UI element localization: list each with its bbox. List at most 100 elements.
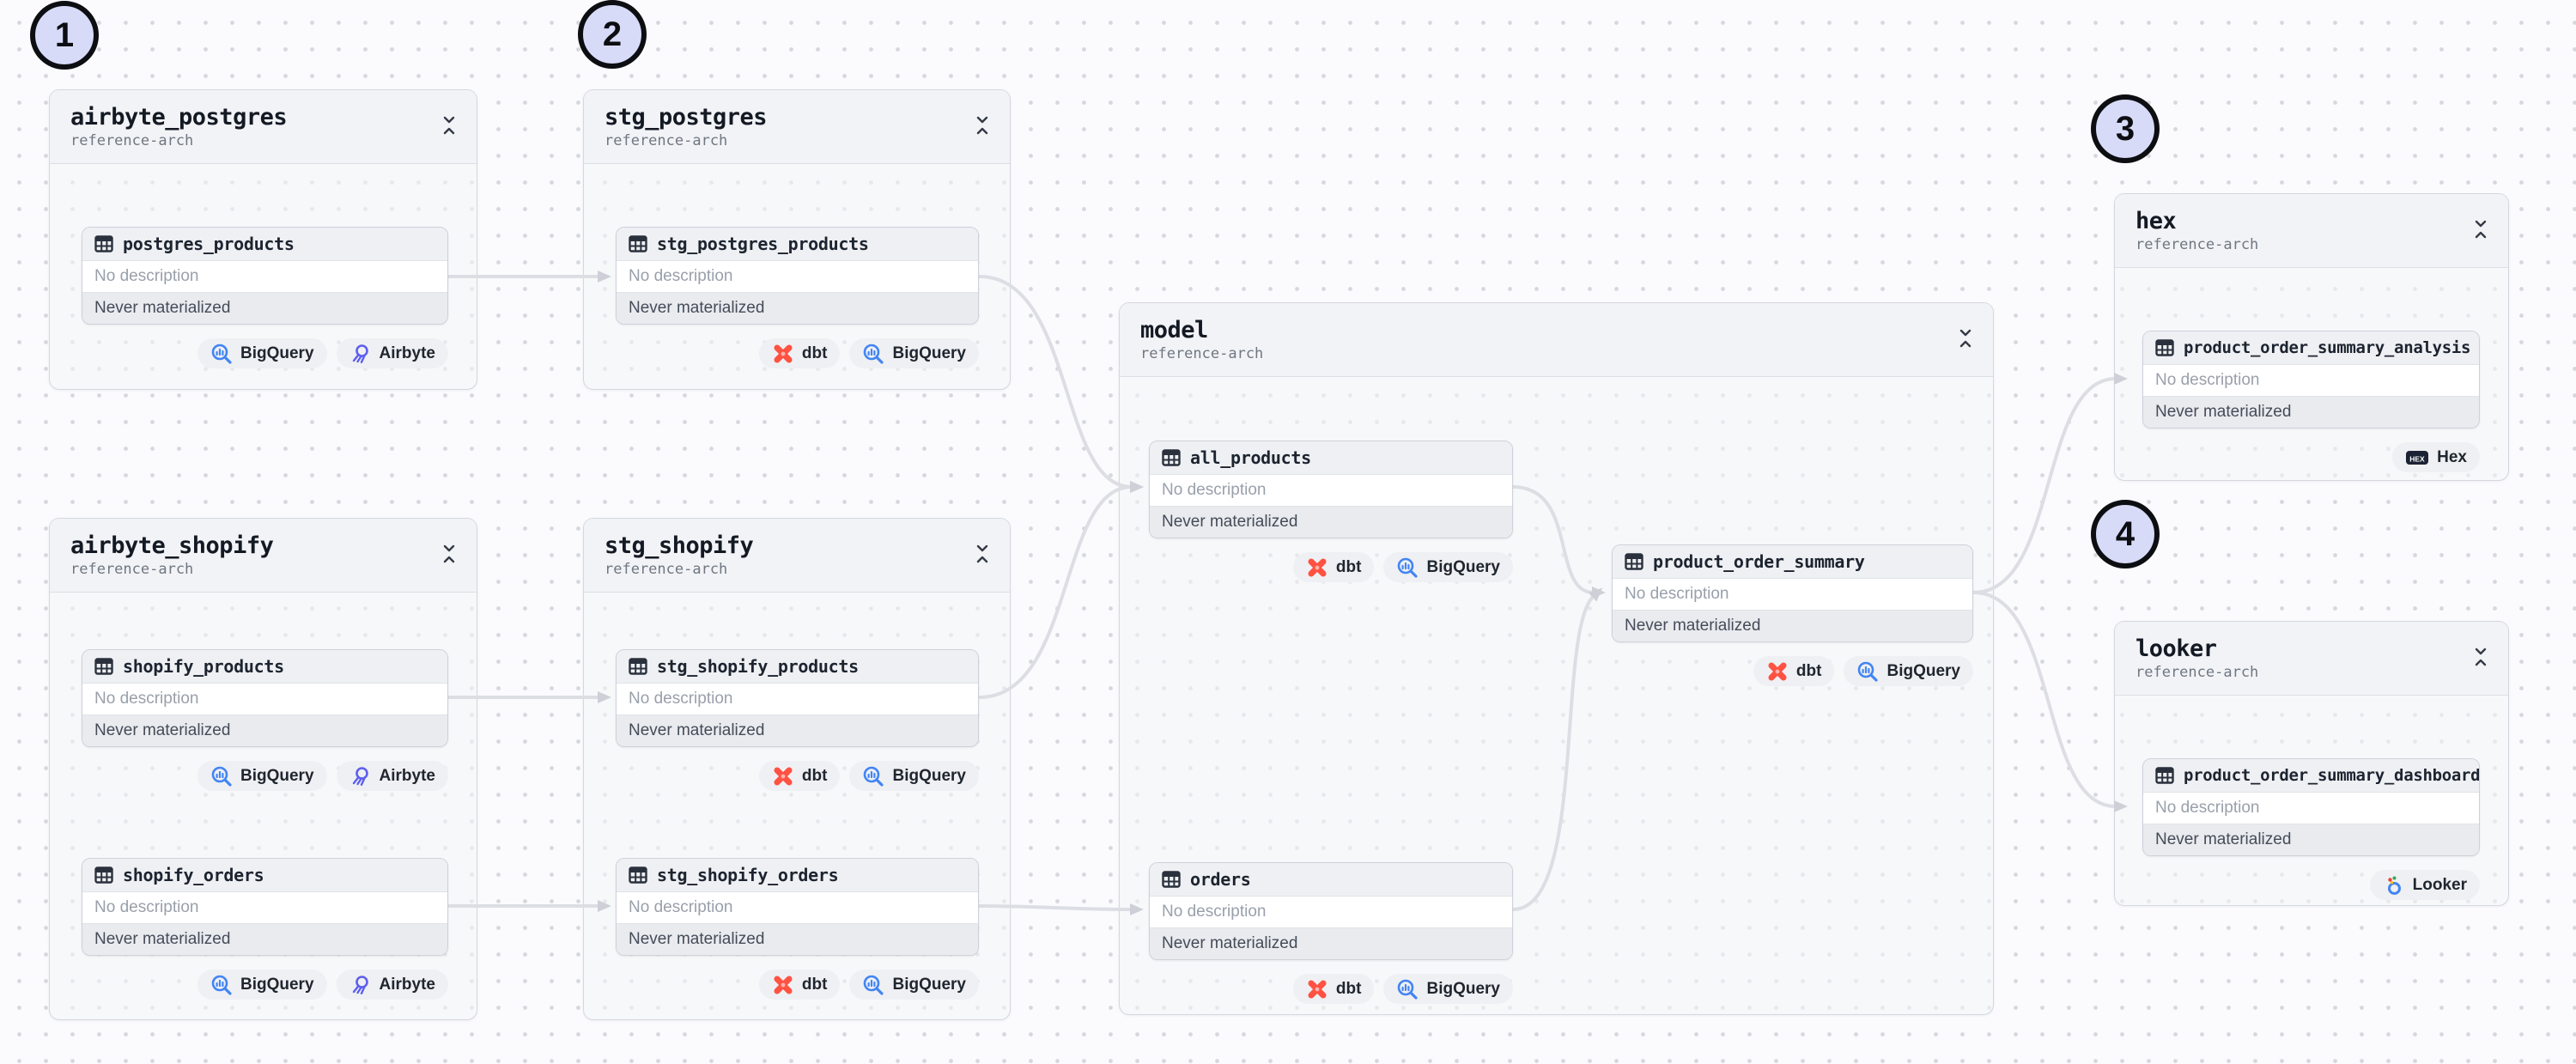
table-icon <box>94 656 114 677</box>
group-header[interactable]: airbyte_shopify reference-arch <box>50 519 477 593</box>
kind-tags: dbt BigQuery <box>616 761 979 791</box>
asset-node-stg-shopify-products[interactable]: stg_shopify_products No description Neve… <box>616 649 979 791</box>
asset-node-product-order-summary[interactable]: product_order_summary No description Nev… <box>1612 544 1973 686</box>
kind-tag-dbt[interactable]: dbt <box>1292 552 1375 582</box>
annotation-circle-4: 4 <box>2091 500 2160 568</box>
asset-status: Never materialized <box>1150 927 1512 959</box>
asset-node-product-order-summary-dashboard[interactable]: product_order_summary_dashboard No descr… <box>2142 758 2480 900</box>
collapse-icon[interactable] <box>2472 218 2489 240</box>
kind-tag-bigquery[interactable]: BigQuery <box>1844 656 1973 686</box>
group-header[interactable]: stg_shopify reference-arch <box>584 519 1010 593</box>
kind-tag-bigquery[interactable]: BigQuery <box>1383 552 1513 582</box>
kind-tag-looker[interactable]: Looker <box>2369 870 2480 900</box>
group-subtitle: reference-arch <box>605 560 728 578</box>
kind-tag-bigquery[interactable]: BigQuery <box>1383 974 1513 1004</box>
group-subtitle: reference-arch <box>70 131 194 149</box>
bigquery-icon <box>1856 660 1879 683</box>
asset-card[interactable]: orders No description Never materialized <box>1149 862 1513 960</box>
asset-node-all-products[interactable]: all_products No description Never materi… <box>1149 441 1513 582</box>
kind-tag-dbt[interactable]: dbt <box>1292 974 1375 1004</box>
table-icon <box>1161 447 1182 468</box>
asset-card[interactable]: shopify_orders No description Never mate… <box>82 858 448 956</box>
dbt-icon <box>1766 660 1789 683</box>
kind-tag-dbt[interactable]: dbt <box>758 970 841 1000</box>
kind-tag-bigquery[interactable]: BigQuery <box>849 338 979 368</box>
kind-tag-label: dbt <box>801 344 828 362</box>
kind-tag-label: dbt <box>1335 979 1362 998</box>
asset-name: shopify_products <box>123 656 284 677</box>
kind-tag-airbyte[interactable]: Airbyte <box>336 761 448 791</box>
asset-card[interactable]: product_order_summary_analysis No descri… <box>2142 331 2480 429</box>
asset-node-product-order-summary-analysis[interactable]: product_order_summary_analysis No descri… <box>2142 331 2480 472</box>
kind-tags: BigQuery Airbyte <box>82 970 448 1000</box>
airbyte-icon <box>349 974 372 996</box>
airbyte-icon <box>349 343 372 365</box>
collapse-icon[interactable] <box>974 114 991 137</box>
kind-tag-bigquery[interactable]: BigQuery <box>197 338 327 368</box>
kind-tag-dbt[interactable]: dbt <box>758 338 841 368</box>
asset-description: No description <box>1150 897 1512 927</box>
bigquery-icon <box>862 343 884 365</box>
group-header[interactable]: model reference-arch <box>1120 303 1993 377</box>
kind-tag-hex[interactable]: Hex <box>2392 442 2480 472</box>
asset-name: orders <box>1190 869 1251 890</box>
asset-card[interactable]: product_order_summary_dashboard No descr… <box>2142 758 2480 856</box>
kind-tag-label: BigQuery <box>240 975 314 994</box>
collapse-icon[interactable] <box>974 543 991 565</box>
asset-node-shopify-orders[interactable]: shopify_orders No description Never mate… <box>82 858 448 1000</box>
asset-status: Never materialized <box>1150 506 1512 538</box>
asset-card[interactable]: shopify_products No description Never ma… <box>82 649 448 747</box>
asset-card[interactable]: product_order_summary No description Nev… <box>1612 544 1973 642</box>
kind-tag-label: BigQuery <box>240 344 314 362</box>
kind-tag-dbt[interactable]: dbt <box>1753 656 1835 686</box>
collapse-icon[interactable] <box>2472 646 2489 668</box>
asset-node-orders[interactable]: orders No description Never materialized… <box>1149 862 1513 1004</box>
asset-description: No description <box>617 684 978 714</box>
table-icon <box>2154 337 2175 358</box>
kind-tag-bigquery[interactable]: BigQuery <box>849 761 979 791</box>
asset-card[interactable]: stg_shopify_orders No description Never … <box>616 858 979 956</box>
hex-icon <box>2405 448 2429 467</box>
asset-name: all_products <box>1190 447 1311 468</box>
group-title: looker <box>2136 635 2217 662</box>
asset-card[interactable]: stg_shopify_products No description Neve… <box>616 649 979 747</box>
asset-name: shopify_orders <box>123 865 264 885</box>
kind-tag-bigquery[interactable]: BigQuery <box>849 970 979 1000</box>
group-title: hex <box>2136 208 2177 234</box>
group-header[interactable]: hex reference-arch <box>2115 194 2508 268</box>
asset-description: No description <box>617 892 978 923</box>
asset-name: product_order_summary <box>1653 551 1865 572</box>
kind-tag-airbyte[interactable]: Airbyte <box>336 338 448 368</box>
collapse-icon[interactable] <box>440 543 458 565</box>
group-header[interactable]: stg_postgres reference-arch <box>584 90 1010 164</box>
asset-card[interactable]: postgres_products No description Never m… <box>82 227 448 325</box>
asset-node-stg-postgres-products[interactable]: stg_postgres_products No description Nev… <box>616 227 979 368</box>
kind-tag-airbyte[interactable]: Airbyte <box>336 970 448 1000</box>
asset-description: No description <box>1150 475 1512 506</box>
asset-name: product_order_summary_analysis <box>2184 338 2471 357</box>
group-header[interactable]: airbyte_postgres reference-arch <box>50 90 477 164</box>
kind-tags: dbt BigQuery <box>1612 656 1973 686</box>
group-title: model <box>1140 317 1208 344</box>
asset-description: No description <box>1613 579 1972 610</box>
kind-tag-label: Airbyte <box>379 975 435 994</box>
collapse-icon[interactable] <box>440 114 458 137</box>
asset-node-stg-shopify-orders[interactable]: stg_shopify_orders No description Never … <box>616 858 979 1000</box>
looker-icon <box>2383 874 2405 897</box>
asset-status: Never materialized <box>82 714 447 746</box>
kind-tag-bigquery[interactable]: BigQuery <box>197 761 327 791</box>
kind-tags: BigQuery Airbyte <box>82 338 448 368</box>
asset-node-shopify-products[interactable]: shopify_products No description Never ma… <box>82 649 448 791</box>
asset-card[interactable]: all_products No description Never materi… <box>1149 441 1513 538</box>
asset-card[interactable]: stg_postgres_products No description Nev… <box>616 227 979 325</box>
bigquery-icon <box>862 765 884 787</box>
kind-tags: dbt BigQuery <box>1149 974 1513 1004</box>
kind-tag-label: BigQuery <box>1426 557 1500 576</box>
kind-tag-dbt[interactable]: dbt <box>758 761 841 791</box>
asset-status: Never materialized <box>617 714 978 746</box>
asset-node-postgres-products[interactable]: postgres_products No description Never m… <box>82 227 448 368</box>
collapse-icon[interactable] <box>1957 327 1974 350</box>
group-header[interactable]: looker reference-arch <box>2115 622 2508 696</box>
kind-tag-bigquery[interactable]: BigQuery <box>197 970 327 1000</box>
asset-description: No description <box>82 892 447 923</box>
